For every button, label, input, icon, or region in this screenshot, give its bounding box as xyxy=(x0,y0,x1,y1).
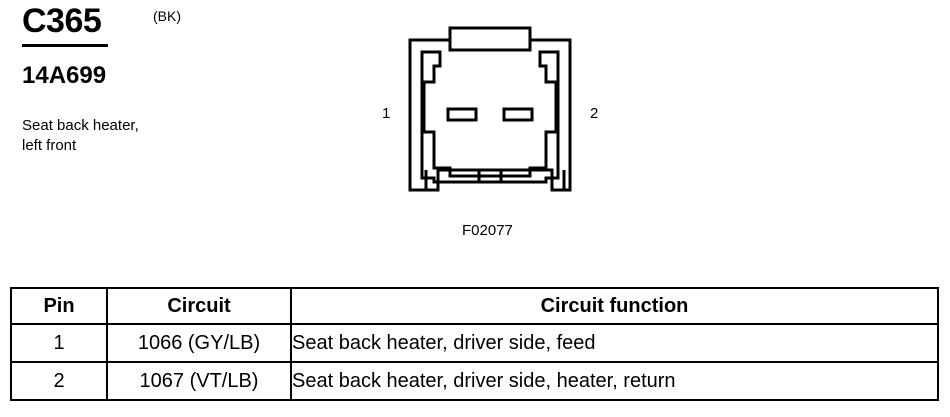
connector-color-code: (BK) xyxy=(153,8,181,24)
figure-id: F02077 xyxy=(462,222,513,239)
connector-id: C365 xyxy=(22,2,102,40)
connector-lock-tab xyxy=(477,168,503,184)
header-circuit: Circuit xyxy=(106,287,292,325)
title-underline xyxy=(22,44,108,47)
connector-face-diagram xyxy=(408,26,572,192)
connector-inner-top-notch xyxy=(448,40,532,52)
cell-circuit-function: Seat back heater, driver side, feed xyxy=(290,323,939,363)
description-line-2: left front xyxy=(22,137,77,154)
header-pin: Pin xyxy=(10,287,108,325)
cell-pin: 1 xyxy=(10,323,108,363)
pin-cavity-2 xyxy=(502,107,534,122)
connector-description: Seat back heater, left front xyxy=(22,116,139,156)
description-line-1: Seat back heater, xyxy=(22,117,139,134)
part-number: 14A699 xyxy=(22,62,107,89)
table-header-row: Pin Circuit Circuit function xyxy=(10,287,939,325)
cell-circuit: 1067 (VT/LB) xyxy=(106,361,292,401)
pin-cavity-1 xyxy=(446,107,478,122)
header-circuit-function: Circuit function xyxy=(290,287,939,325)
table-row: 2 1067 (VT/LB) Seat back heater, driver … xyxy=(10,361,939,401)
table-row: 1 1066 (GY/LB) Seat back heater, driver … xyxy=(10,323,939,363)
connector-outer-outline xyxy=(408,26,572,192)
pinout-table: Pin Circuit Circuit function 1 1066 (GY/… xyxy=(10,287,939,401)
pin-label-1: 1 xyxy=(382,105,391,122)
cell-circuit: 1066 (GY/LB) xyxy=(106,323,292,363)
connector-inner-outline xyxy=(420,50,560,184)
cell-pin: 2 xyxy=(10,361,108,401)
cell-circuit-function: Seat back heater, driver side, heater, r… xyxy=(290,361,939,401)
pin-label-2: 2 xyxy=(590,105,599,122)
